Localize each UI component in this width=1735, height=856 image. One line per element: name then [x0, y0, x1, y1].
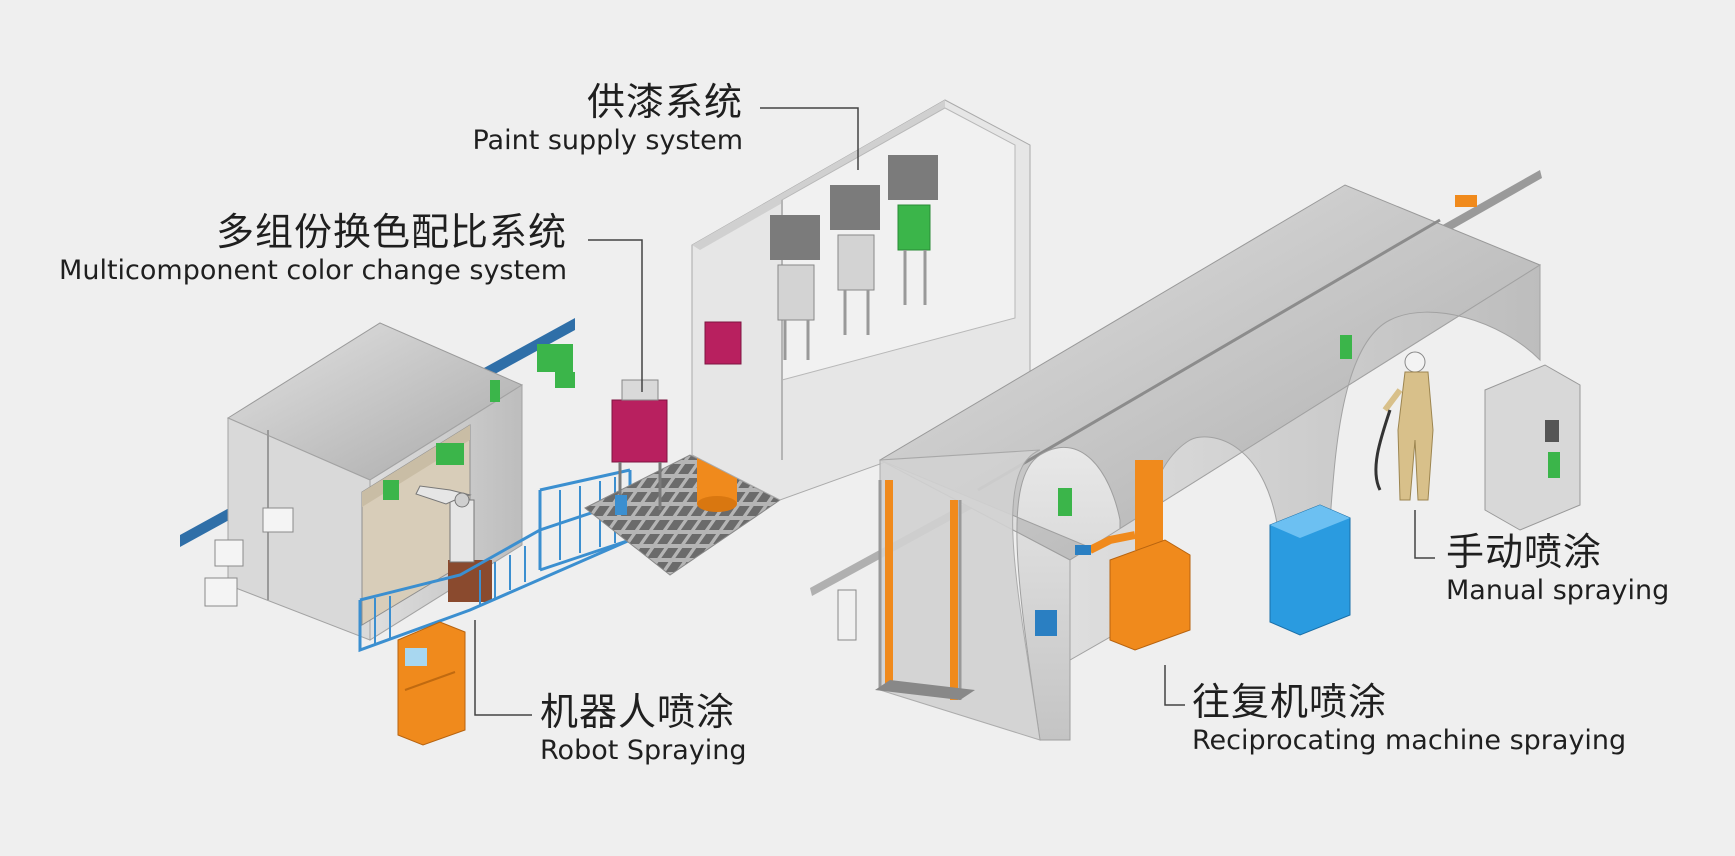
- label-paint-supply: 供漆系统 Paint supply system: [472, 80, 743, 158]
- label-manual-en: Manual spraying: [1446, 575, 1670, 606]
- reciprocator-icon: [837, 460, 1191, 700]
- leader-manual: [1414, 510, 1435, 559]
- painter-figure-icon: [1374, 351, 1434, 501]
- paint-tank-icon: [770, 155, 938, 360]
- label-multicomponent-zh: 多组份换色配比系统: [215, 210, 567, 254]
- label-robot-en: Robot Spraying: [540, 735, 747, 766]
- robot-arm-icon: [415, 485, 492, 602]
- label-reciprocating-zh: 往复机喷涂: [1192, 680, 1388, 724]
- paint-supply-room: [584, 99, 1031, 576]
- electric-cabinet-icon: [1269, 504, 1351, 636]
- color-change-unit-icon: [611, 379, 668, 515]
- leader-lines: [474, 107, 1435, 716]
- label-multicomponent: 多组份换色配比系统 Multicomponent color change sy…: [59, 210, 567, 288]
- label-multicomponent-en: Multicomponent color change system: [59, 255, 567, 286]
- label-manual-zh: 手动喷涂: [1446, 530, 1603, 574]
- green-module-icon: [537, 344, 573, 372]
- leader-robot: [474, 620, 532, 716]
- label-reciprocating-en: Reciprocating machine spraying: [1192, 725, 1627, 756]
- label-reciprocating: 往复机喷涂 Reciprocating machine spraying: [1192, 680, 1626, 758]
- robot-spray-booth: [180, 318, 632, 746]
- label-paint-supply-zh: 供漆系统: [586, 80, 743, 124]
- label-robot: 机器人喷涂 Robot Spraying: [540, 690, 747, 768]
- leader-paint-supply: [760, 107, 859, 170]
- label-paint-supply-en: Paint supply system: [472, 125, 743, 156]
- label-robot-zh: 机器人喷涂: [540, 690, 736, 734]
- leader-reciprocating: [1164, 665, 1185, 706]
- control-panel-icon: [397, 621, 466, 746]
- spray-tunnel: [810, 170, 1581, 741]
- leader-multicomponent: [588, 239, 643, 392]
- label-manual: 手动喷涂 Manual spraying: [1446, 530, 1669, 608]
